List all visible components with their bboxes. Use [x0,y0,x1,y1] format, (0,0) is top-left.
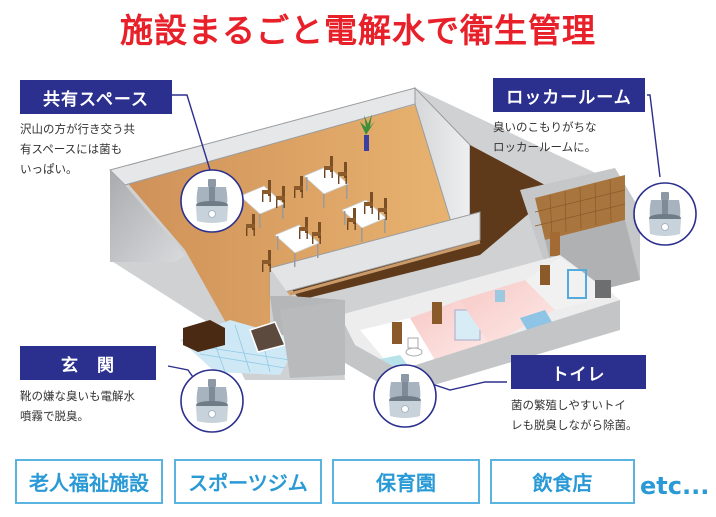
callout-label-toilet: トイレ [511,355,646,389]
callout-label-entrance: 玄 関 [20,346,156,380]
category-restaurant: 飲食店 [490,459,635,504]
callout-desc-toilet: 菌の繁殖しやすいトイ レも脱臭しながら除菌。 [511,398,638,432]
callout-desc-locker-room: 臭いのこもりがちな ロッカールームに。 [493,120,597,154]
callout-desc-shared-space: 沢山の方が行き交う共 有スペースには菌も いっぱい。 [20,122,135,176]
humidifier-icon [180,169,244,233]
page-title: 施設まるごと電解水で衛生管理 [120,11,596,50]
humidifier-icon [180,369,244,433]
humidifier-icon [633,182,697,246]
callout-label-locker-room: ロッカールーム [493,78,645,112]
category-nursery: 保育園 [332,459,480,504]
category-elderly-care: 老人福祉施設 [15,459,163,504]
callout-desc-entrance: 靴の嫌な臭いも電解水 噴霧で脱臭。 [20,389,135,423]
etc-label: etc... [640,472,710,500]
humidifier-icon [373,364,437,428]
callout-label-shared-space: 共有スペース [20,80,172,114]
category-sports-gym: スポーツジム [174,459,322,504]
